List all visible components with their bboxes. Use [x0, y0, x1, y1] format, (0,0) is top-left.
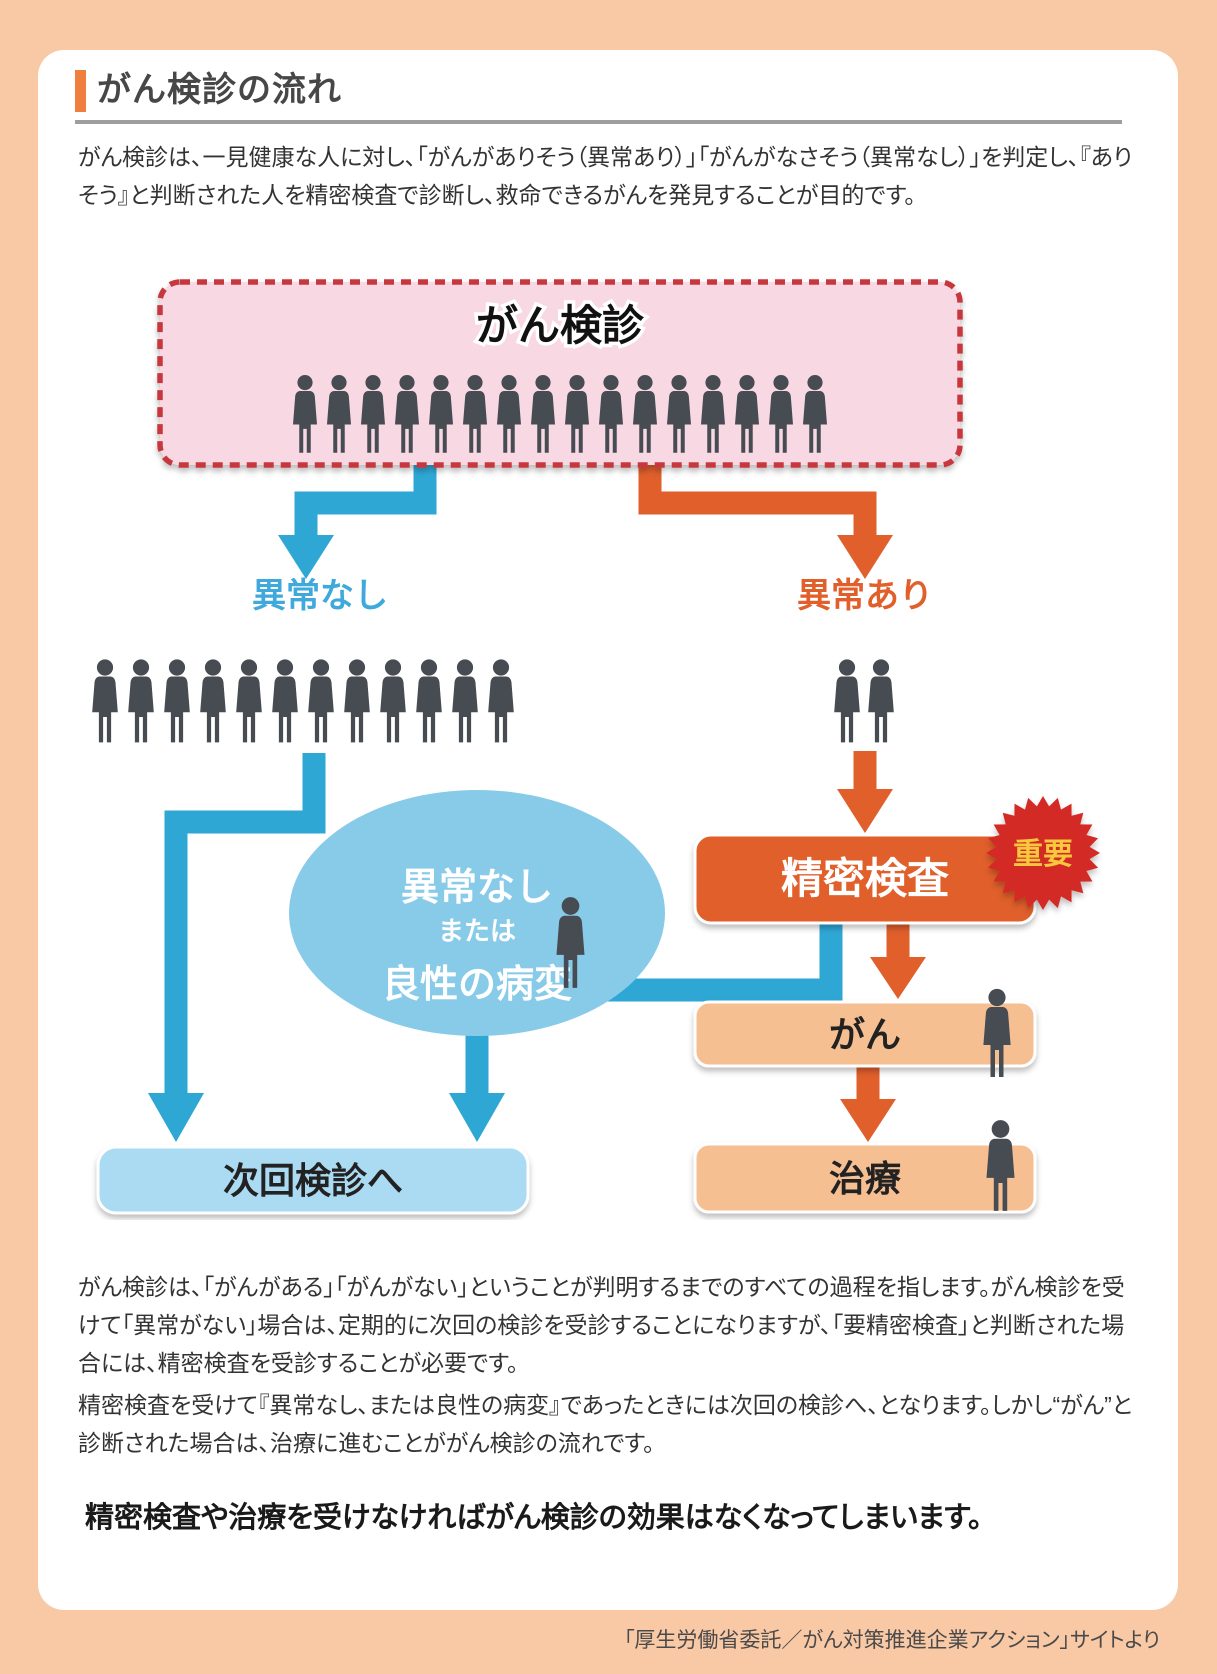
person-icon [452, 659, 478, 743]
treatment-box [693, 1142, 1037, 1214]
no-abnormality-label: 異常なし [252, 577, 388, 615]
person-icon [380, 659, 406, 743]
ellipse-line3: 良性の病変 [382, 963, 572, 1006]
arrow-to-no-abnormality [294, 455, 437, 537]
ellipse-line2: または [438, 916, 516, 946]
treatment-label: 治療 [829, 1158, 901, 1199]
next-screening-box [96, 1145, 530, 1215]
person-icon [834, 659, 860, 743]
person-icon [164, 659, 190, 743]
detailed-exam-label: 精密検査 [781, 855, 949, 902]
arrowhead-abnormality [837, 535, 893, 579]
arrow-no-abnormality-to-next [164, 753, 326, 1095]
arrow-to-abnormality [638, 455, 877, 537]
page-title: がん検診の流れ [97, 71, 342, 109]
ellipse-line1: 異常なし [401, 867, 553, 909]
person-icon [272, 659, 298, 743]
abnormality-label: 異常あり [797, 577, 933, 615]
arrow-exam-to-ellipse [605, 921, 843, 1002]
content-sheet: がん検診の流れ がん検診は、一見健康な人に対し、「がんがありそう（異常あり）」「… [38, 50, 1178, 1610]
cancer-box [693, 1000, 1037, 1068]
body-text-block: がん検診は、「がんがある」「がんがない」ということが判明するまでのすべての過程を… [78, 1268, 1144, 1466]
person-icon [344, 659, 370, 743]
body-paragraph-2: 精密検査を受けて『異常なし、または良性の病変』であったときには次回の検診へ、とな… [78, 1392, 1133, 1456]
person-icon [868, 659, 894, 743]
emphasis-statement: 精密検査や治療を受けなければがん検診の効果はなくなってしまいます。 [85, 1502, 983, 1534]
no-abnormality-people-row [92, 659, 514, 743]
flow-diagram: 異常なし または 良性の病変 がん検診 異常なし 異常あり 精密検査 重要 がん… [92, 279, 1100, 1215]
arrowhead-ellipse-next [449, 1093, 505, 1142]
section-title-block: がん検診の流れ [75, 68, 1122, 124]
benign-result-ellipse [289, 790, 665, 1036]
title-accent-bar [75, 70, 86, 112]
next-screening-label: 次回検診へ [223, 1160, 403, 1201]
arrowhead-no-abnormality [278, 535, 334, 579]
abnormality-people-row [834, 659, 894, 743]
person-icon [488, 659, 514, 743]
person-icon [200, 659, 226, 743]
screening-box [157, 279, 963, 468]
person-icon [236, 659, 262, 743]
important-badge-label: 重要 [1013, 838, 1073, 871]
arrowhead-to-treatment [840, 1099, 896, 1142]
cancer-label: がん [829, 1014, 901, 1055]
important-badge [986, 796, 1100, 910]
person-icon [308, 659, 334, 743]
source-credit: 「厚生労働省委託／がん対策推進企業アクション」サイトより [623, 1629, 1160, 1652]
arrowhead-to-cancer [870, 957, 926, 999]
arrowhead-to-exam [837, 789, 893, 833]
body-paragraph-1: がん検診は、「がんがある」「がんがない」ということが判明するまでのすべての過程を… [78, 1274, 1125, 1376]
arrowhead-left-next [148, 1093, 204, 1142]
person-icon [92, 659, 118, 743]
person-icon [128, 659, 154, 743]
screening-label: がん検診 [476, 302, 645, 349]
intro-text: がん検診は、一見健康な人に対し、「がんがありそう（異常あり）」「がんがなさそう（… [78, 144, 1133, 208]
person-icon [416, 659, 442, 743]
